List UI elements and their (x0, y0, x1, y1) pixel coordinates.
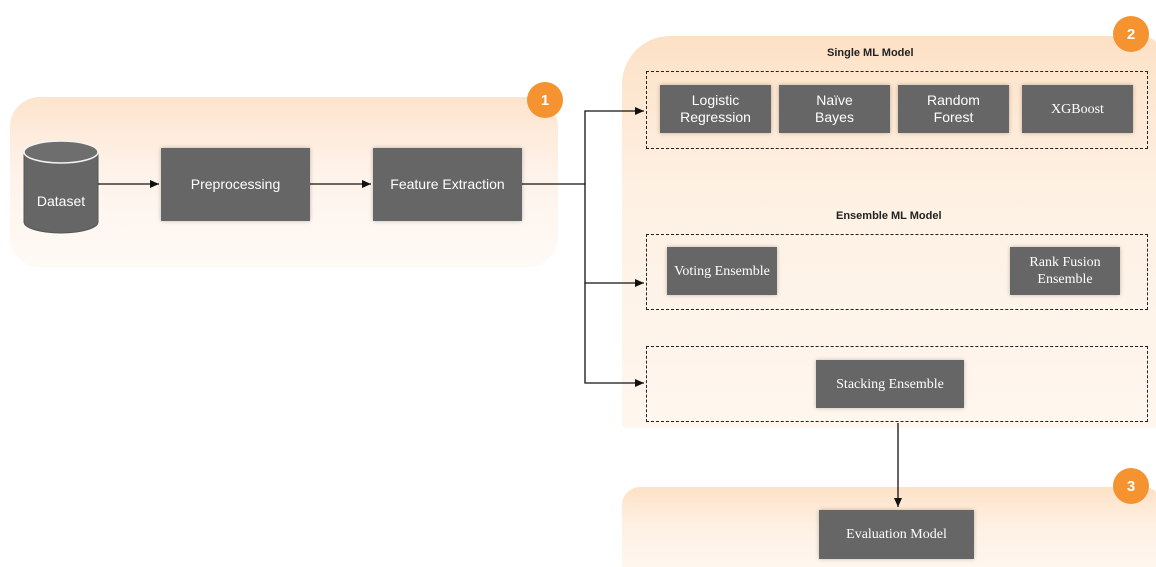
single-ml-title: Single ML Model (827, 47, 914, 59)
preprocessing-label: Preprocessing (190, 176, 281, 192)
model-random-forest: Random Forest (898, 85, 1009, 133)
arrow-to-ensemble-ml (584, 184, 644, 287)
rank-fusion-label-line1: Rank Fusion (1029, 255, 1101, 270)
stage-3-badge: 3 (1113, 468, 1149, 504)
single-ml-group (646, 71, 1148, 149)
ensemble-ml-title: Ensemble ML Model (836, 210, 942, 222)
rank-fusion-label-line2: Ensemble (1037, 272, 1093, 287)
feature-extraction-box: Feature Extraction (373, 148, 522, 221)
voting-ensemble-box: Voting Ensemble (667, 247, 777, 295)
feature-extraction-label: Feature Extraction (390, 176, 505, 192)
ensemble-ml-group (646, 234, 1148, 310)
dataset-label: Dataset (36, 193, 86, 209)
model-label-line1: Logistic (691, 92, 740, 108)
model-label-line2: Forest (933, 109, 974, 125)
arrow-to-single-ml (522, 107, 644, 185)
stage-2-badge: 2 (1113, 16, 1149, 52)
stage-1-badge: 1 (527, 82, 563, 118)
stacking-group (646, 346, 1148, 422)
model-logistic-regression: Logistic Regression (660, 85, 771, 133)
arrow-to-stacking (584, 283, 644, 387)
dataset-cylinder-icon (23, 140, 99, 234)
preprocessing-box: Preprocessing (161, 148, 310, 221)
evaluation-model-box: Evaluation Model (819, 510, 974, 559)
model-label-line1: Random (927, 92, 980, 108)
evaluation-model-label: Evaluation Model (846, 527, 947, 542)
model-xgboost: XGBoost (1022, 85, 1133, 133)
rank-fusion-ensemble-box: Rank Fusion Ensemble (1010, 247, 1120, 295)
stacking-ensemble-label: Stacking Ensemble (836, 376, 944, 392)
model-label-line2: Bayes (815, 109, 854, 125)
stacking-ensemble-box: Stacking Ensemble (816, 360, 964, 408)
voting-ensemble-label: Voting Ensemble (674, 263, 770, 279)
model-label-line2: Regression (680, 109, 751, 125)
model-label-line1: Naïve (816, 92, 853, 108)
model-label-line1: XGBoost (1051, 101, 1104, 117)
model-naive-bayes: Naïve Bayes (779, 85, 890, 133)
